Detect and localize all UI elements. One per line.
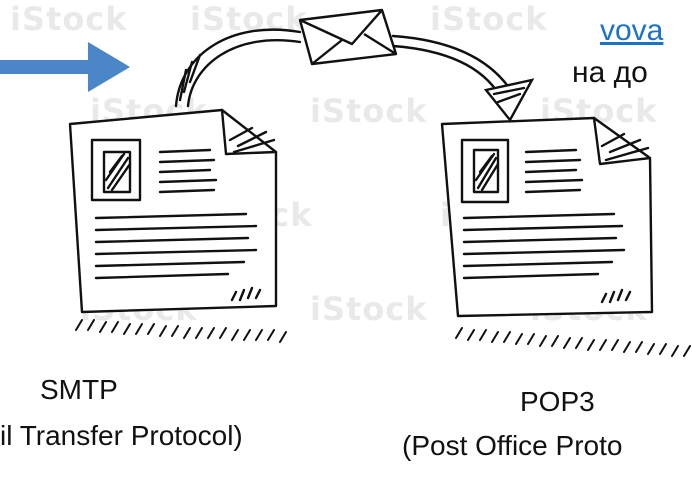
watermark: iStock [310,290,428,328]
receiver-document-icon [440,116,654,318]
receiver-ground-icon [455,327,691,357]
email-note-text: на до [572,56,648,89]
envelope-icon [298,8,398,66]
sender-protocol-label: SMTP [40,374,118,405]
receiver-protocol-label: POP3 [520,386,595,417]
sender-document-icon [68,108,278,314]
email-address-link[interactable]: vova [600,14,664,47]
sender-ground-icon [75,319,287,343]
watermark: iStock [430,0,548,38]
curved-arrow-icon [174,28,535,123]
watermark: iStock [10,0,128,38]
blue-arrow-icon [0,42,130,92]
receiver-protocol-full-name: (Post Office Proto [402,430,623,461]
sender-protocol-full-name: il Transfer Protocol) [0,420,243,451]
watermark: iStock [310,92,428,130]
